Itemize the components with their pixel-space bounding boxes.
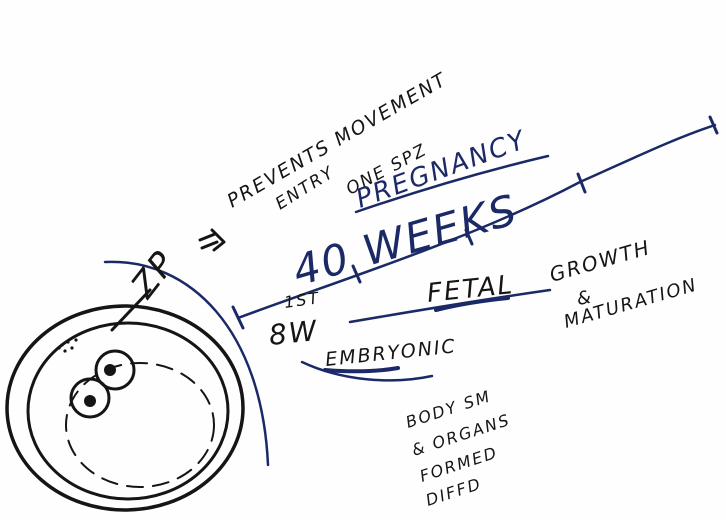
oocyte-membrane [66, 363, 214, 487]
first-label: 1ST [283, 288, 321, 312]
oocyte-drawing [7, 306, 243, 510]
uterine-wall-curve [105, 262, 268, 465]
zona-pellucida-outer [7, 306, 243, 510]
eight-weeks-label: 8W [267, 314, 320, 352]
growth-label: GROWTH [547, 235, 654, 287]
implies-arrow [200, 230, 224, 250]
zp-label: ZP [123, 243, 185, 306]
pronucleus-dot [84, 395, 96, 407]
fetal-label: FETAL [426, 270, 516, 309]
embryonic-label: EMBRYONIC [324, 335, 458, 371]
polar-body-nucleus [104, 364, 116, 376]
zona-pellucida-inner [28, 323, 228, 499]
